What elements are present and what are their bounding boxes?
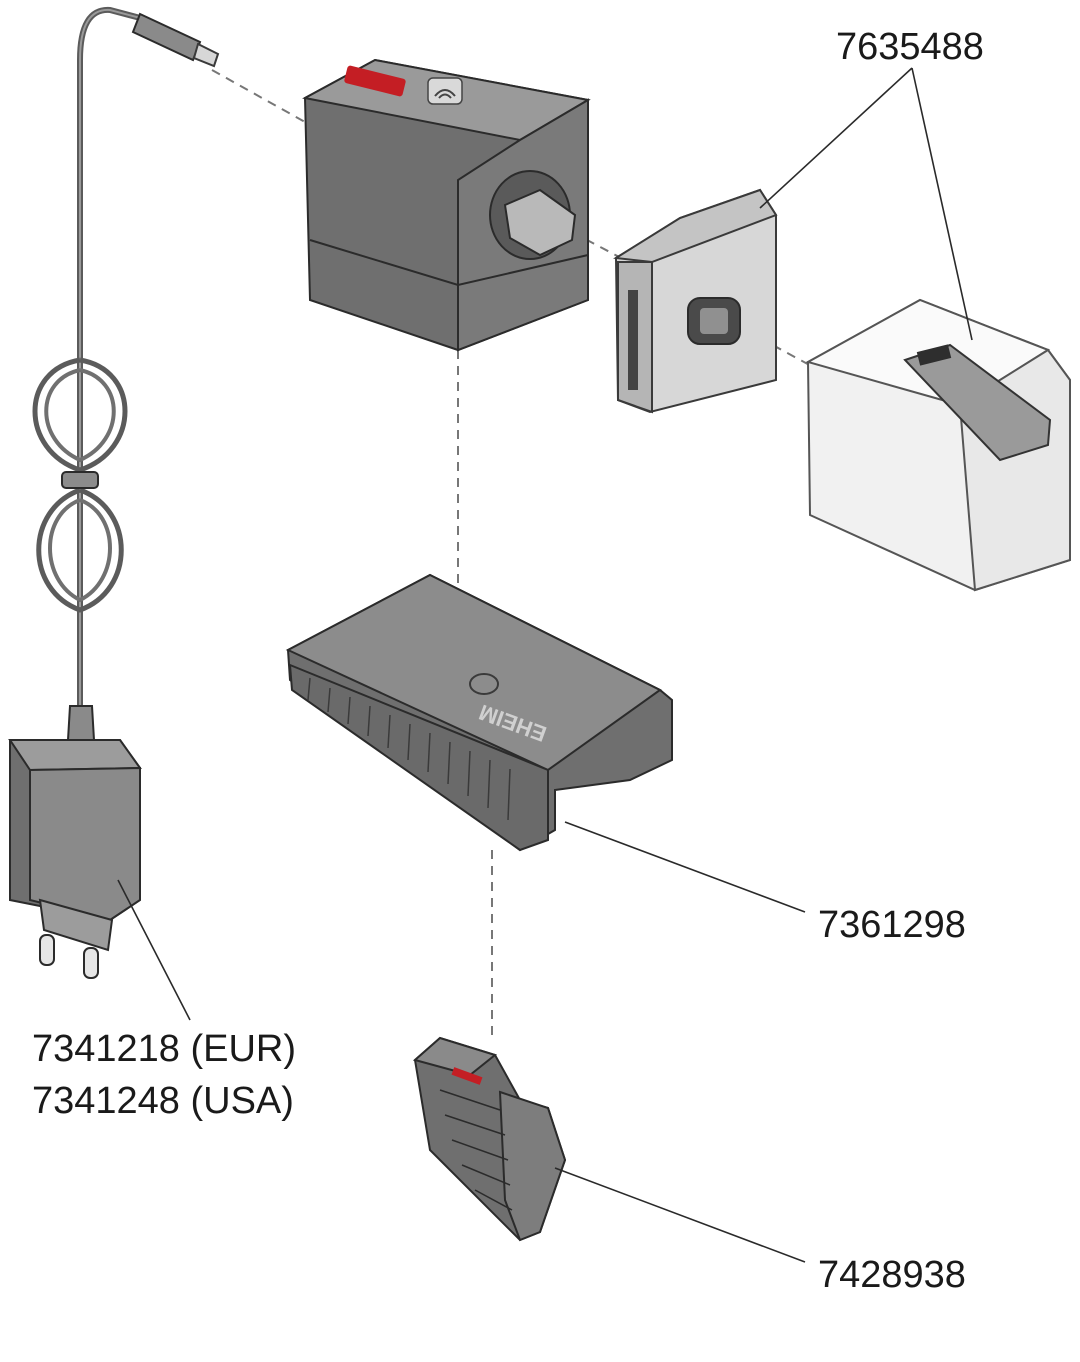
brand-badge — [344, 65, 406, 97]
pump-head-unit — [302, 58, 591, 352]
wifi-icon — [427, 77, 463, 105]
label-clip-part-number: 7428938 — [818, 1254, 966, 1296]
filter-container — [805, 298, 1071, 592]
power-cable — [32, 6, 220, 710]
filter-cover-plate — [613, 188, 778, 414]
label-filter-part-number: 7635488 — [836, 26, 984, 68]
label-base-housing-part-number: 7361298 — [818, 904, 966, 946]
base-housing: EHEIM — [285, 573, 673, 852]
label-adapter-usa-part-number: 7341248 (USA) — [32, 1080, 294, 1122]
power-adapter — [8, 705, 142, 979]
leader-lines — [117, 67, 973, 1263]
label-adapter-eur-part-number: 7341218 (EUR) — [32, 1028, 297, 1070]
mounting-clip — [412, 1036, 567, 1242]
